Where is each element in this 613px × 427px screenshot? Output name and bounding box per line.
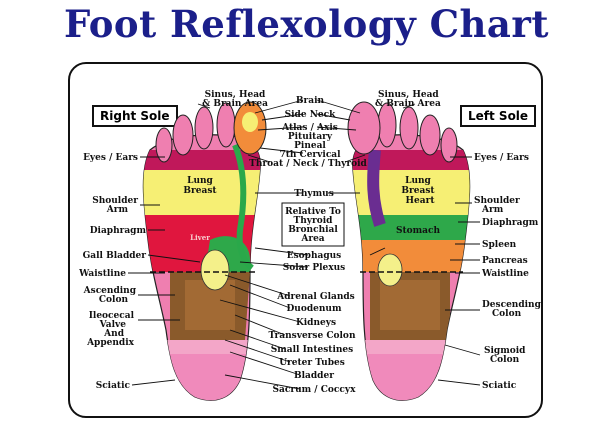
label-bladder: Bladder <box>294 371 334 381</box>
label-relative-1: Relative To <box>285 207 341 217</box>
right-sole-label: Right Sole <box>92 105 178 127</box>
label-gall-bladder: Gall Bladder <box>83 251 147 261</box>
label-shoulder-left: Shoulder <box>474 196 520 206</box>
label-shoulder-right: Shoulder <box>92 196 138 206</box>
label-ileocecal-1: Ileocecal <box>89 311 135 321</box>
label-kidneys: Kidneys <box>296 318 336 328</box>
label-breast-left: Breast <box>401 186 435 196</box>
relative-box <box>281 202 345 247</box>
label-sciatic-left: Sciatic <box>482 381 517 391</box>
label-sinus-left-1: Sinus, Head <box>378 90 439 100</box>
label-throat: Throat / Neck / Thyroid <box>249 159 367 169</box>
label-small-int: Small Intestines <box>271 345 353 355</box>
label-arm-right: Arm <box>106 205 129 215</box>
label-eyes-ears-right: Eyes / Ears <box>83 153 138 163</box>
label-relative-4: Area <box>300 234 324 244</box>
page-title: Foot Reflexology Chart <box>63 2 549 46</box>
label-ureter: Ureter Tubes <box>279 358 345 368</box>
label-ascending-1: Ascending <box>83 286 137 296</box>
label-liver: Liver <box>190 233 210 242</box>
label-breast-right: Breast <box>183 186 217 196</box>
label-descending-2: Colon <box>492 309 522 319</box>
label-atlas-axis: Atlas / Axis <box>281 123 338 133</box>
label-adrenal: Adrenal Glands <box>276 292 355 302</box>
label-relative-2: Thyroid <box>294 216 334 226</box>
label-sacrum: Sacrum / Coccyx <box>273 385 357 395</box>
label-diaphragm-left: Diaphragm <box>482 218 539 228</box>
chart-frame <box>68 62 543 418</box>
label-sinus-left-2: & Brain Area <box>375 99 441 109</box>
label-pineal: Pineal <box>294 141 326 151</box>
label-stomach: Stomach <box>396 226 440 236</box>
label-pituitary: Pituitary <box>288 132 333 142</box>
label-ileocecal-2: Valve <box>99 320 127 330</box>
label-relative-3: Bronchial <box>288 225 338 235</box>
label-sinus-right-1: Sinus, Head <box>205 90 266 100</box>
label-lung-left: Lung <box>405 176 431 186</box>
label-descending-1: Descending <box>482 300 542 310</box>
label-brain: Brain <box>296 96 325 106</box>
label-sigmoid-1: Sigmoid <box>484 346 526 356</box>
label-sciatic-right: Sciatic <box>96 381 131 391</box>
label-esophagus: Esophagus <box>287 251 342 261</box>
label-eyes-ears-left: Eyes / Ears <box>474 153 529 163</box>
label-lung-right: Lung <box>187 176 213 186</box>
label-sigmoid-2: Colon <box>490 355 520 365</box>
label-solar-plexus: Solar Plexus <box>283 263 346 273</box>
label-ileocecal-4: Appendix <box>86 338 135 348</box>
label-ascending-2: Colon <box>99 295 129 305</box>
leader-lines <box>128 99 481 390</box>
label-pancreas: Pancreas <box>482 256 528 266</box>
label-waistline-right: Waistline <box>78 269 126 279</box>
label-spleen: Spleen <box>482 240 517 250</box>
left-foot <box>347 101 471 401</box>
label-sinus-right-2: & Brain Area <box>202 99 268 109</box>
label-diaphragm-right: Diaphragm <box>90 226 147 236</box>
right-foot <box>142 101 267 401</box>
label-arm-left: Arm <box>481 205 504 215</box>
label-transverse: Transverse Colon <box>269 331 356 341</box>
label-cervical: 7th Cervical <box>279 150 341 160</box>
label-duodenum: Duodenum <box>287 304 342 314</box>
label-heart: Heart <box>406 196 436 206</box>
label-ileocecal-3: And <box>103 329 125 339</box>
label-side-neck: Side Neck <box>285 110 337 120</box>
label-waistline-left: Waistline <box>481 269 529 279</box>
label-thymus: Thymus <box>294 189 334 199</box>
left-sole-label: Left Sole <box>460 105 537 127</box>
